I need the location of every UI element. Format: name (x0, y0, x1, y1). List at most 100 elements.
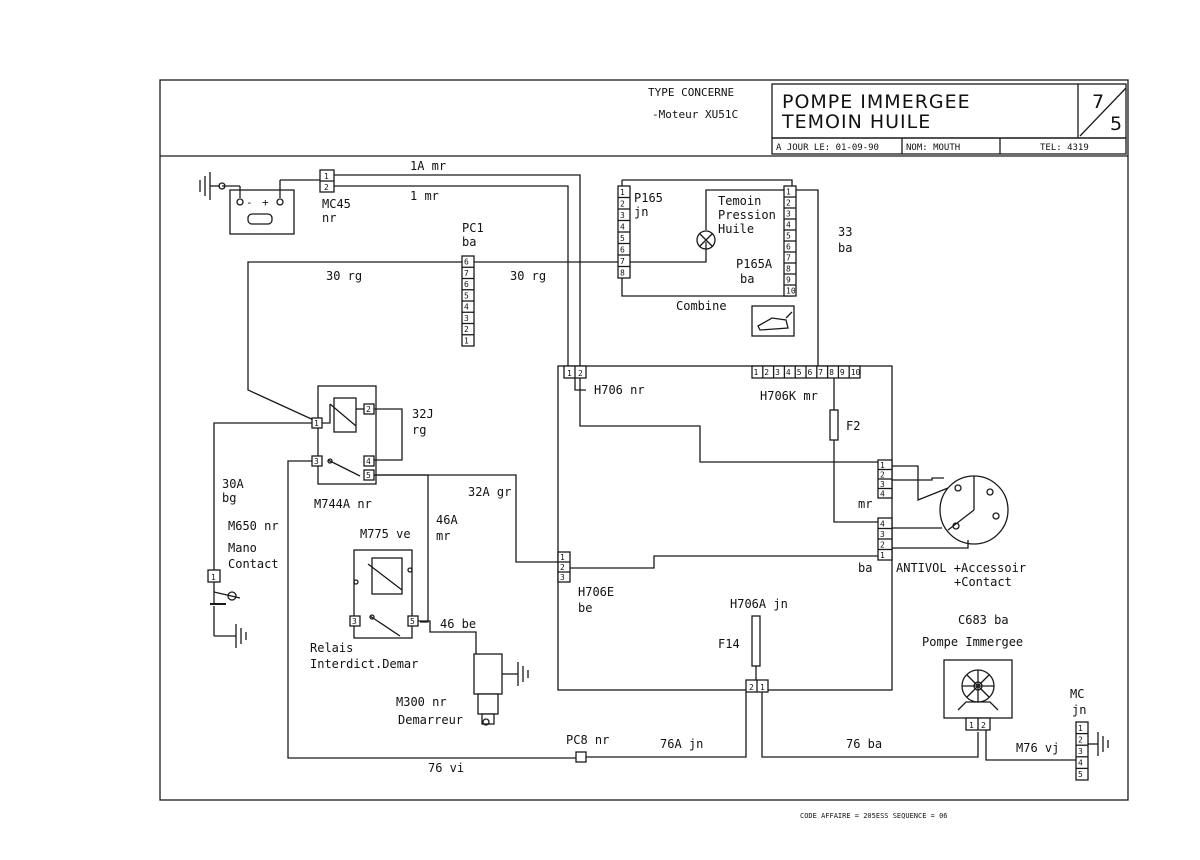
diagram-title-1: POMPE IMMERGEE (782, 91, 971, 113)
antivol-bottom-pin: 2 (880, 540, 885, 549)
antivol-bottom-pin: 4 (880, 519, 885, 528)
name-field: NOM: MOUTH (906, 143, 960, 153)
svg-text:jn: jn (634, 205, 648, 219)
svg-text:ba: ba (740, 272, 754, 286)
p165-pin: 7 (620, 257, 625, 266)
pc1-pin: 3 (464, 314, 469, 323)
svg-text:33: 33 (838, 225, 852, 239)
h706e-pin: 2 (560, 563, 565, 572)
svg-text:5: 5 (366, 471, 371, 480)
p165-pin: 2 (620, 199, 625, 208)
svg-text:1 mr: 1 mr (410, 189, 439, 203)
h706e-pin: 3 (560, 573, 565, 582)
wire-76ba (761, 692, 979, 758)
fuel-pump-c683: C683 ba Pompe Immergee 1 2 (922, 613, 1023, 731)
svg-text:2: 2 (324, 183, 329, 192)
ground-symbol-starter (517, 662, 529, 686)
svg-text:76A jn: 76A jn (660, 737, 703, 751)
svg-text:Contact: Contact (228, 557, 279, 571)
svg-text:ba: ba (838, 241, 852, 255)
svg-text:Interdict.Demar: Interdict.Demar (310, 657, 418, 671)
title-block: TYPE CONCERNE -Moteur XU51C POMPE IMMERG… (648, 83, 1127, 155)
svg-text:P165A: P165A (736, 257, 773, 271)
svg-text:2: 2 (749, 683, 754, 692)
antivol-top-pin: 2 (880, 470, 885, 479)
svg-text:32J: 32J (412, 407, 434, 421)
pc1-pin: 7 (464, 269, 469, 278)
antivol-top-pin: 3 (880, 480, 885, 489)
p165a-pin: 4 (786, 221, 791, 230)
sheet-frame (159, 79, 1129, 801)
p165a-pin: 2 (786, 199, 791, 208)
svg-text:46A: 46A (436, 513, 458, 527)
svg-text:2: 2 (578, 369, 583, 378)
p165a-pin: 8 (786, 265, 791, 274)
oil-pressure-switch-m650: M650 nr Mano Contact 1 (207, 519, 279, 637)
svg-text:M76 vj: M76 vj (1016, 741, 1059, 755)
svg-text:F2: F2 (846, 419, 860, 433)
svg-text:4: 4 (366, 457, 371, 466)
ground-symbol-mc (1097, 732, 1109, 756)
diagram-title-2: TEMOIN HUILE (781, 111, 931, 133)
svg-text:bg: bg (222, 491, 236, 505)
svg-text:M775 ve: M775 ve (360, 527, 411, 541)
svg-text:Huile: Huile (718, 222, 754, 236)
ground-symbol-m650 (235, 624, 247, 648)
h706k-pin: 7 (818, 368, 823, 377)
svg-text:P165: P165 (634, 191, 663, 205)
svg-text:M744A nr: M744A nr (314, 497, 372, 511)
h706k-pin: 1 (754, 368, 759, 377)
antivol-top-pin: 1 (880, 461, 885, 470)
svg-text:Relais: Relais (310, 641, 353, 655)
mc-pin: 2 (1078, 735, 1083, 744)
p165-pin: 3 (620, 211, 625, 220)
mc-pin: 1 (1078, 724, 1083, 733)
svg-text:Demarreur: Demarreur (398, 713, 463, 727)
svg-text:Temoin: Temoin (718, 194, 761, 208)
sheet-fraction-slash (1079, 87, 1127, 137)
relay-m775: M775 ve 3 5 (349, 527, 419, 639)
svg-text:46 be: 46 be (440, 617, 476, 631)
svg-text:F14: F14 (718, 637, 740, 651)
svg-text:M650 nr: M650 nr (228, 519, 279, 533)
wire-33 (796, 189, 819, 366)
svg-text:Mano: Mano (228, 541, 257, 555)
pc1-pin: 1 (464, 336, 469, 345)
wire-76vi (287, 460, 576, 759)
moteur-label: -Moteur XU51C (652, 108, 738, 121)
connector-h706a: 2 1 H706A jn (730, 597, 788, 693)
svg-text:2: 2 (981, 721, 986, 730)
type-concerne-label: TYPE CONCERNE (648, 86, 734, 99)
svg-text:M300 nr: M300 nr (396, 695, 447, 709)
svg-text:3: 3 (314, 457, 319, 466)
svg-text:1A mr: 1A mr (410, 159, 446, 173)
mc-pin: 4 (1078, 759, 1083, 768)
svg-text:30A: 30A (222, 477, 244, 491)
svg-text:1: 1 (969, 721, 974, 730)
ground-symbol-battery (199, 172, 220, 200)
h706k-pin: 6 (808, 368, 813, 377)
mc-pin: 5 (1078, 770, 1083, 779)
svg-text:Pompe Immergee: Pompe Immergee (922, 635, 1023, 649)
wire-30a (213, 422, 312, 570)
date-field: A JOUR LE: 01-09-90 (776, 143, 879, 153)
h706k-pin: 8 (829, 368, 834, 377)
svg-text:H706A jn: H706A jn (730, 597, 788, 611)
oil-can-icon (751, 305, 795, 337)
h706e-pin: 1 (560, 553, 565, 562)
wire-76a (586, 692, 747, 758)
svg-text:5: 5 (410, 617, 415, 626)
svg-text:Pression: Pression (718, 208, 776, 222)
svg-text:mr: mr (858, 497, 872, 511)
antivol-bottom-pin: 3 (880, 530, 885, 539)
svg-text:32A gr: 32A gr (468, 485, 511, 499)
svg-text:H706E: H706E (578, 585, 614, 599)
connector-mc45: 1 2 MC45 nr (319, 169, 351, 225)
